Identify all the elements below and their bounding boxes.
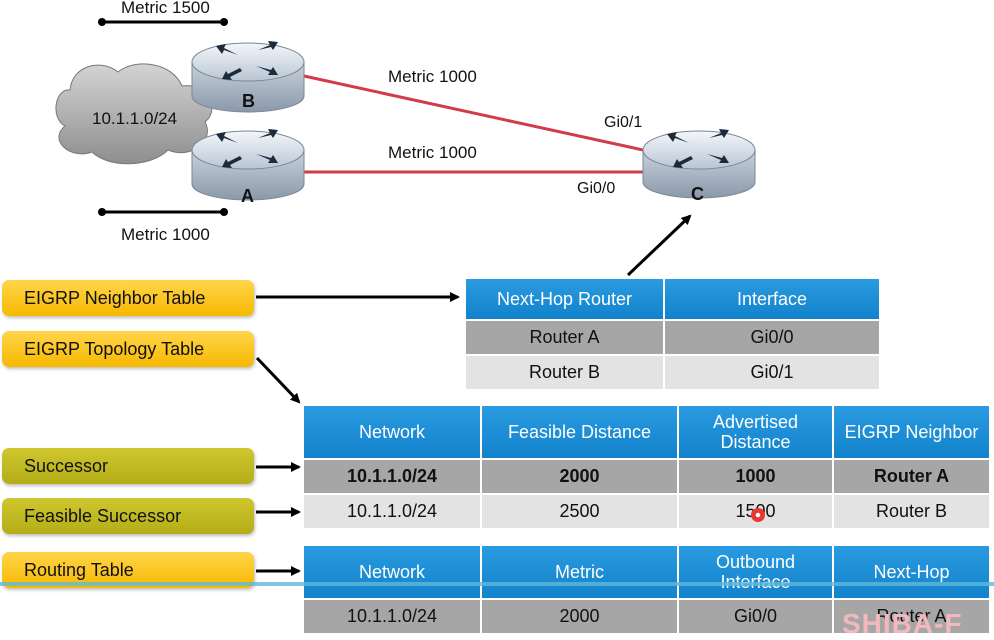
gi00-label: Gi0/0 bbox=[577, 180, 615, 197]
router-a-label: A bbox=[241, 186, 254, 206]
metric-top-label: Metric 1500 bbox=[121, 0, 210, 17]
router-b-icon bbox=[191, 41, 305, 113]
routing-cell: Gi0/0 bbox=[679, 600, 832, 633]
routing-table: Network Metric Outbound Interface Next-H… bbox=[302, 544, 991, 635]
routing-header-network: Network bbox=[304, 546, 480, 598]
routing-header-metric: Metric bbox=[482, 546, 677, 598]
table-row: Router B Gi0/1 bbox=[466, 356, 879, 389]
neighbor-cell: Gi0/1 bbox=[665, 356, 879, 389]
metric-bar-top bbox=[98, 18, 228, 26]
table-row: 10.1.1.0/24 2500 1500 Router B bbox=[304, 495, 989, 528]
neighbor-header-interface: Interface bbox=[665, 279, 879, 319]
label-successor: Successor bbox=[2, 448, 254, 484]
topology-header-neighbor: EIGRP Neighbor bbox=[834, 406, 989, 458]
topology-cell: 1000 bbox=[679, 460, 832, 493]
topology-cell: 10.1.1.0/24 bbox=[304, 495, 480, 528]
routing-cell: 10.1.1.0/24 bbox=[304, 600, 480, 633]
topology-table: Network Feasible Distance Advertised Dis… bbox=[302, 404, 991, 530]
link-b-c bbox=[303, 74, 644, 152]
router-c-label: C bbox=[691, 184, 704, 204]
metric-bottom-label: Metric 1000 bbox=[121, 225, 210, 244]
table-row: 10.1.1.0/24 2000 1000 Router A bbox=[304, 460, 989, 493]
router-b-label: B bbox=[242, 91, 255, 111]
gi01-label: Gi0/1 bbox=[604, 114, 642, 131]
metric-a-c-label: Metric 1000 bbox=[388, 143, 477, 162]
label-feasible-successor: Feasible Successor bbox=[2, 498, 254, 534]
neighbor-cell: Router B bbox=[466, 356, 663, 389]
table-row: Router A Gi0/0 bbox=[466, 321, 879, 354]
watermark: SHIBA-F bbox=[842, 608, 963, 639]
metric-bar-bottom bbox=[98, 208, 228, 216]
neighbor-cell: Gi0/0 bbox=[665, 321, 879, 354]
arrow-topology-table bbox=[255, 356, 301, 404]
label-neighbor-table: EIGRP Neighbor Table bbox=[2, 280, 254, 316]
topology-cell: Router A bbox=[834, 460, 989, 493]
topology-cell: 2000 bbox=[482, 460, 677, 493]
router-c-icon bbox=[642, 129, 756, 199]
topology-header-network: Network bbox=[304, 406, 480, 458]
label-topology-table: EIGRP Topology Table bbox=[2, 331, 254, 367]
router-a-icon bbox=[191, 129, 305, 201]
neighbor-table: Next-Hop Router Interface Router A Gi0/0… bbox=[464, 277, 881, 391]
topology-cell: 10.1.1.0/24 bbox=[304, 460, 480, 493]
cloud-network-label: 10.1.1.0/24 bbox=[92, 109, 177, 128]
arrow-to-router-c bbox=[626, 214, 692, 277]
routing-header-outbound: Outbound Interface bbox=[679, 546, 832, 598]
video-progress-line bbox=[0, 582, 994, 586]
metric-b-c-label: Metric 1000 bbox=[388, 67, 477, 86]
topology-header-ad: Advertised Distance bbox=[679, 406, 832, 458]
topology-cell: 2500 bbox=[482, 495, 677, 528]
topology-header-fd: Feasible Distance bbox=[482, 406, 677, 458]
topology-cell: Router B bbox=[834, 495, 989, 528]
neighbor-cell: Router A bbox=[466, 321, 663, 354]
pointer-cursor-icon bbox=[751, 508, 765, 522]
routing-header-next-hop: Next-Hop bbox=[834, 546, 989, 598]
routing-cell: 2000 bbox=[482, 600, 677, 633]
routing-cell: Router A bbox=[834, 600, 989, 633]
neighbor-header-next-hop: Next-Hop Router bbox=[466, 279, 663, 319]
table-row: 10.1.1.0/24 2000 Gi0/0 Router A bbox=[304, 600, 989, 633]
